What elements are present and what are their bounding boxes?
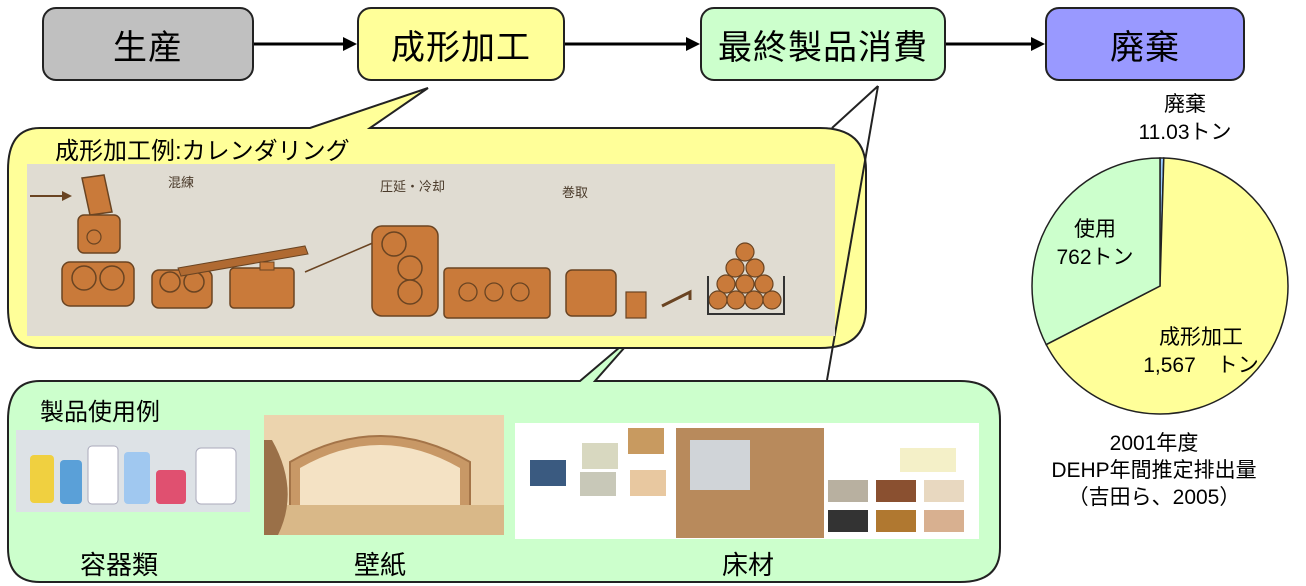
pie-label-molding-name: 成形加工 <box>1159 326 1243 349</box>
pie-label-disposal-name: 廃棄 <box>1164 93 1206 116</box>
flow-arrows <box>254 37 1045 51</box>
arrow-3-head <box>1031 37 1045 51</box>
container-photo <box>16 430 250 512</box>
pie-label-use: 使用 762トン <box>1045 216 1145 272</box>
pie-subtitle: DEHP年間推定排出量 <box>1051 459 1257 482</box>
consumption-pointer-left <box>831 85 879 129</box>
flow-step-consumption: 最終製品消費 <box>700 7 946 81</box>
calendering-illustration <box>27 164 835 336</box>
pie-label-disposal: 廃棄 11.03トン <box>1130 91 1240 147</box>
stage-label-rolling: 圧延・冷却 <box>380 179 446 194</box>
emission-pie-chart <box>1031 157 1289 415</box>
product-label-wallpaper: 壁紙 <box>354 550 407 580</box>
flow-step-disposal: 廃棄 <box>1045 7 1245 81</box>
pie-label-use-name: 使用 <box>1074 218 1116 241</box>
flow-step-molding: 成形加工 <box>357 7 565 81</box>
pie-label-molding: 成形加工 1,567 トン <box>1126 324 1276 380</box>
pie-label-disposal-value: 11.03トン <box>1138 121 1232 144</box>
flow-step-disposal-label: 廃棄 <box>1110 28 1180 67</box>
roll-pile <box>708 242 782 310</box>
pie-slice-0 <box>1045 157 1289 415</box>
flooring-photo <box>515 423 979 539</box>
flow-step-molding-label: 成形加工 <box>391 28 531 67</box>
calendering-title: 成形加工例:カレンダリング <box>55 138 350 165</box>
arrow-2-head <box>686 37 700 51</box>
flow-step-production: 生産 <box>42 7 254 81</box>
pie-slice-1 <box>1031 157 1161 346</box>
consumption-pointer-right <box>826 85 879 381</box>
products-title: 製品使用例 <box>40 399 160 426</box>
flow-step-consumption-label: 最終製品消費 <box>718 28 928 67</box>
extruder <box>229 267 295 309</box>
pie-label-molding-value: 1,567 トン <box>1143 354 1259 377</box>
hopper-shape <box>81 174 113 216</box>
product-label-flooring: 床材 <box>722 550 775 580</box>
stage-label-kneading: 混練 <box>168 175 195 190</box>
arrow-1-head <box>343 37 357 51</box>
flow-step-production-label: 生産 <box>113 28 183 67</box>
pie-title: 2001年度 <box>1109 432 1199 455</box>
stage-label-winding: 巻取 <box>562 185 589 200</box>
product-label-containers: 容器類 <box>80 550 159 580</box>
pie-source: （吉田ら、2005） <box>1067 486 1241 509</box>
wallpaper-photo <box>264 415 504 535</box>
winder <box>565 269 617 317</box>
pie-caption: 2001年度 DEHP年間推定排出量 （吉田ら、2005） <box>1030 430 1278 511</box>
conveyor <box>177 245 309 277</box>
pie-label-use-value: 762トン <box>1056 246 1134 269</box>
